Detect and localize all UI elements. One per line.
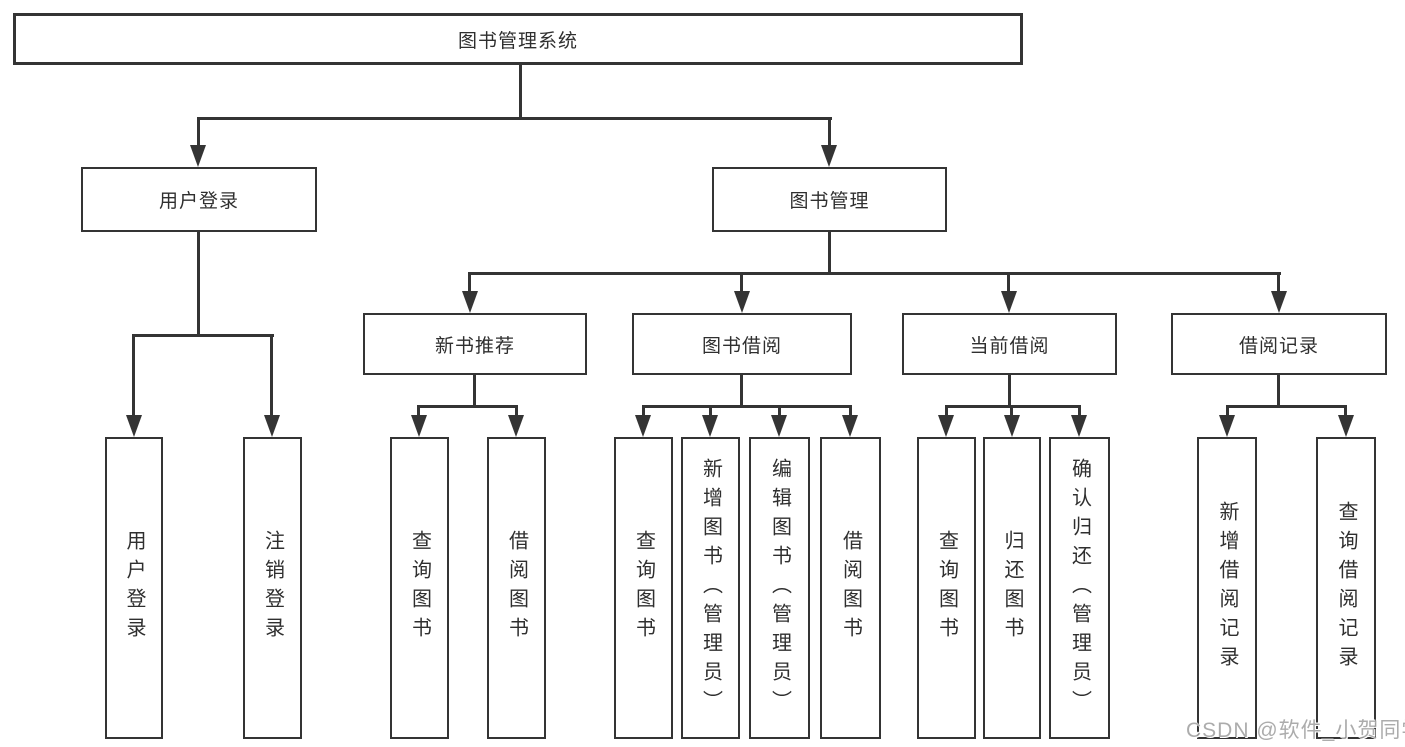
node-user-login: 用户登录 [81,167,317,232]
node-label: 新增图书（管理员） [699,457,722,719]
connector-stem [473,374,476,408]
arrow-down-icon [1004,415,1020,437]
connector-drop-book-borrow [740,272,743,295]
arrow-down-icon [508,415,524,437]
connector-rail [642,405,852,408]
connector-user-login-rail [132,334,274,337]
leaf-query-borrow-record: 查询借阅记录 [1316,437,1376,739]
node-label: 编辑图书（管理员） [768,457,791,719]
leaf-return-books: 归还图书 [983,437,1041,739]
connector-drop-leaf [642,405,645,419]
connector-drop-leaf [417,405,420,419]
arrow-down-icon [1271,291,1287,313]
csdn-watermark: CSDN @软件_小贺同学 [1186,719,1405,742]
node-current-borrowing: 当前借阅 [902,313,1117,375]
connector-drop-leaf [1078,405,1081,419]
connector-drop-leaf [515,405,518,419]
connector-drop-leaf [1344,405,1347,419]
connector-drop-leaf [1226,405,1229,419]
connector-drop-leaf [132,334,135,418]
connector-drop-leaf [849,405,852,419]
leaf-confirm-return-admin: 确认归还（管理员） [1049,437,1110,739]
node-label: 查询图书 [632,530,655,646]
node-label: 当前借阅 [969,335,1050,357]
node-label: 图书借阅 [701,335,782,357]
node-label: 注销登录 [261,530,284,646]
node-label: 图书管理 [789,191,870,212]
node-book-management: 图书管理 [712,167,947,232]
arrow-down-icon [126,415,142,437]
node-label: 新增借阅记录 [1216,501,1238,675]
connector-book-mgmt-stem [828,231,831,275]
leaf-add-books-admin: 新增图书（管理员） [681,437,740,739]
node-label: 借阅图书 [839,530,862,646]
leaf-borrow-books-recommend: 借阅图书 [487,437,546,739]
connector-drop-current-borrow [1007,272,1010,295]
arrow-down-icon [702,415,718,437]
connector-drop-leaf [270,334,273,418]
connector-drop-leaf [1010,405,1013,419]
connector-drop-new-book [468,272,471,295]
connector-root-stem [519,64,522,118]
node-label: 查询借阅记录 [1335,501,1357,675]
leaf-user-login: 用户登录 [105,437,163,739]
connector-stem [1277,374,1280,408]
node-label: 借阅图书 [505,530,528,646]
arrow-down-icon [635,415,651,437]
leaf-borrow-books-borrow: 借阅图书 [820,437,881,739]
leaf-query-books-recommend: 查询图书 [390,437,449,739]
connector-drop-borrow-record [1277,272,1280,295]
arrow-down-icon [771,415,787,437]
connector-drop-leaf [945,405,948,419]
connector-drop-leaf [709,405,712,419]
connector-stem [1008,374,1011,408]
node-library-system: 图书管理系统 [13,13,1023,65]
arrow-down-icon [411,415,427,437]
node-new-book-recommend: 新书推荐 [363,313,587,375]
connector-rail [1226,405,1347,408]
connector-rail [945,405,1081,408]
node-book-borrowing: 图书借阅 [632,313,852,375]
arrow-down-icon [1071,415,1087,437]
connector-l3-rail [468,272,1281,275]
arrow-down-icon [190,145,206,167]
arrow-down-icon [264,415,280,437]
arrow-down-icon [821,145,837,167]
leaf-add-borrow-record: 新增借阅记录 [1197,437,1257,739]
connector-drop-leaf [778,405,781,419]
connector-stem [740,374,743,408]
connector-drop-book-mgmt [828,117,831,147]
arrow-down-icon [842,415,858,437]
node-borrowing-records: 借阅记录 [1171,313,1387,375]
connector-drop-user-login [197,117,200,147]
node-label: 新书推荐 [434,335,515,357]
arrow-down-icon [1219,415,1235,437]
node-label: 归还图书 [1001,530,1023,646]
leaf-query-books-borrow: 查询图书 [614,437,673,739]
node-label: 用户登录 [123,530,145,646]
connector-l2-rail [197,117,832,120]
connector-user-login-stem [197,231,200,337]
arrow-down-icon [938,415,954,437]
arrow-down-icon [1338,415,1354,437]
node-label: 用户登录 [158,191,239,212]
arrow-down-icon [1001,291,1017,313]
connector-rail [417,405,518,408]
node-label: 借阅记录 [1238,335,1319,357]
arrow-down-icon [462,291,478,313]
arrow-down-icon [734,291,750,313]
node-label: 查询图书 [408,530,431,646]
node-label: 查询图书 [935,530,958,646]
node-label: 确认归还（管理员） [1068,457,1091,719]
leaf-query-books-current: 查询图书 [917,437,976,739]
leaf-logout-login: 注销登录 [243,437,302,739]
node-label: 图书管理系统 [457,30,578,52]
leaf-edit-books-admin: 编辑图书（管理员） [749,437,810,739]
